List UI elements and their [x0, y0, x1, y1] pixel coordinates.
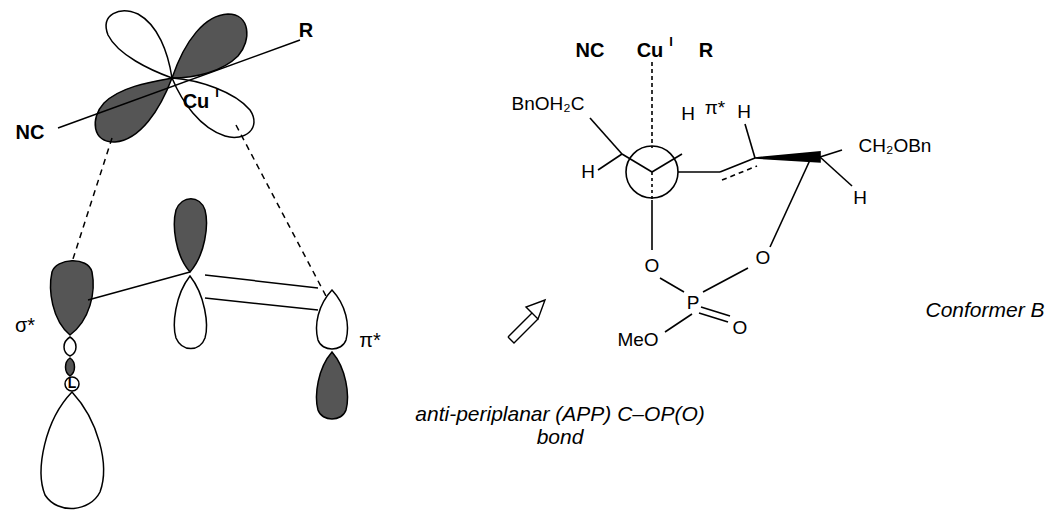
- copper-label: Cu: [183, 90, 210, 112]
- nc-label: NC: [16, 121, 45, 143]
- atom-label: H: [737, 102, 751, 123]
- atom-label: H: [681, 104, 695, 125]
- r-label: R: [299, 19, 313, 41]
- orbital-label: π*: [705, 98, 726, 119]
- caption-text: Conformer B: [925, 298, 1044, 321]
- orbital-label: σ*: [15, 314, 35, 336]
- oxidation-state: I: [215, 86, 219, 100]
- substituent-label: BnOH₂C: [512, 94, 585, 115]
- ligand-label: L: [68, 376, 77, 391]
- substituent-label: CH₂OBn: [859, 136, 932, 157]
- atom-label: O: [645, 256, 660, 277]
- atom-label: O: [733, 318, 748, 339]
- substituent-label: MeO: [617, 330, 658, 351]
- copper-label: Cu: [637, 39, 664, 61]
- r-label: R: [699, 39, 713, 61]
- atom-label: P: [687, 293, 700, 314]
- nc-label: NC: [576, 39, 605, 61]
- atom-label: O: [756, 248, 771, 269]
- atom-label: H: [853, 188, 867, 209]
- atom-label: H: [581, 162, 595, 183]
- note-text: anti-periplanar (APP) C–OP(O) bond: [410, 402, 710, 448]
- orbital-label: π*: [359, 329, 381, 351]
- oxidation-state: I: [669, 35, 673, 49]
